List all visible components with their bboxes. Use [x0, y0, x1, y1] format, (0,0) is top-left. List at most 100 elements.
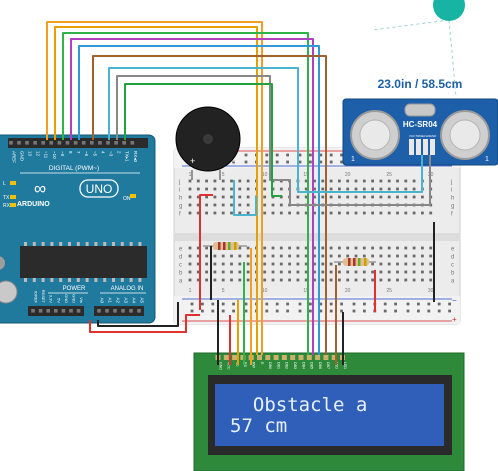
- rail-hole[interactable]: [275, 160, 279, 164]
- rail-hole[interactable]: [265, 160, 269, 164]
- power-pin-hole[interactable]: [69, 309, 73, 313]
- breadboard-hole[interactable]: [396, 187, 399, 191]
- breadboard-hole[interactable]: [213, 203, 217, 207]
- lcd-pin[interactable]: [257, 355, 262, 360]
- wire-orange-d12[interactable]: [46, 21, 263, 355]
- breadboard-hole[interactable]: [346, 254, 350, 258]
- lcd-pin[interactable]: [273, 355, 279, 360]
- breadboard-hole[interactable]: [346, 270, 350, 274]
- rail-hole[interactable]: [383, 309, 387, 313]
- breadboard-hole[interactable]: [329, 270, 333, 274]
- breadboard-hole[interactable]: [329, 254, 333, 258]
- breadboard-hole[interactable]: [313, 187, 316, 191]
- breadboard-hole[interactable]: [246, 211, 250, 215]
- rail-hole[interactable]: [427, 309, 431, 313]
- rail-hole[interactable]: [286, 160, 289, 164]
- breadboard-hole[interactable]: [313, 246, 316, 250]
- piezo-buzzer[interactable]: + −: [175, 106, 241, 180]
- breadboard-hole[interactable]: [221, 195, 225, 199]
- sensor-pin-echo[interactable]: [423, 139, 428, 155]
- breadboard-hole[interactable]: [404, 246, 408, 250]
- breadboard-hole[interactable]: [362, 195, 366, 199]
- breadboard-hole[interactable]: [205, 195, 208, 199]
- breadboard-hole[interactable]: [379, 195, 383, 199]
- breadboard-hole[interactable]: [230, 187, 233, 191]
- breadboard-hole[interactable]: [188, 195, 192, 199]
- breadboard-hole[interactable]: [362, 246, 366, 250]
- analog-pin-hole[interactable]: [105, 309, 109, 313]
- rail-hole[interactable]: [275, 309, 279, 313]
- breadboard-hole[interactable]: [404, 179, 408, 183]
- breadboard-hole[interactable]: [362, 254, 366, 258]
- breadboard-hole[interactable]: [296, 278, 300, 282]
- wire-yellow-d11[interactable]: [54, 26, 258, 355]
- power-pin-hole[interactable]: [38, 309, 43, 313]
- breadboard-hole[interactable]: [371, 179, 374, 183]
- breadboard-hole[interactable]: [371, 270, 374, 274]
- breadboard-hole[interactable]: [396, 278, 399, 282]
- breadboard-hole[interactable]: [338, 254, 341, 258]
- breadboard-hole[interactable]: [188, 179, 192, 183]
- rail-hole[interactable]: [394, 302, 397, 306]
- breadboard-hole[interactable]: [321, 187, 325, 191]
- breadboard-hole[interactable]: [205, 270, 208, 274]
- breadboard-hole[interactable]: [371, 246, 374, 250]
- digital-pin-hole[interactable]: [49, 141, 54, 145]
- breadboard-hole[interactable]: [221, 203, 225, 207]
- rail-hole[interactable]: [319, 160, 323, 164]
- rail-hole[interactable]: [383, 302, 387, 306]
- breadboard-hole[interactable]: [371, 278, 374, 282]
- rail-hole[interactable]: [265, 309, 269, 313]
- breadboard-hole[interactable]: [387, 195, 391, 199]
- rail-hole[interactable]: [329, 153, 333, 157]
- breadboard-hole[interactable]: [238, 270, 242, 274]
- breadboard-hole[interactable]: [279, 211, 283, 215]
- breadboard-hole[interactable]: [230, 195, 233, 199]
- breadboard-hole[interactable]: [213, 211, 217, 215]
- breadboard-hole[interactable]: [329, 211, 333, 215]
- breadboard-hole[interactable]: [412, 278, 416, 282]
- breadboard-hole[interactable]: [321, 262, 325, 266]
- breadboard-hole[interactable]: [196, 262, 200, 266]
- lcd-pin[interactable]: [265, 355, 271, 360]
- breadboard-hole[interactable]: [396, 270, 399, 274]
- digital-pin-hole[interactable]: [25, 141, 29, 145]
- breadboard-hole[interactable]: [304, 270, 308, 274]
- breadboard-hole[interactable]: [412, 262, 416, 266]
- power-pin-hole[interactable]: [54, 309, 58, 313]
- breadboard-hole[interactable]: [238, 179, 242, 183]
- digital-pin-hole[interactable]: [90, 141, 94, 145]
- digital-pin-hole[interactable]: [114, 141, 118, 145]
- breadboard-hole[interactable]: [429, 211, 433, 215]
- breadboard-hole[interactable]: [421, 246, 424, 250]
- breadboard-hole[interactable]: [196, 211, 200, 215]
- breadboard-hole[interactable]: [421, 278, 424, 282]
- breadboard-hole[interactable]: [205, 211, 208, 215]
- breadboard-hole[interactable]: [263, 211, 267, 215]
- wire-cyan-buzzer[interactable]: [233, 180, 257, 216]
- breadboard-hole[interactable]: [196, 203, 200, 207]
- power-pin-hole[interactable]: [46, 309, 50, 313]
- breadboard-hole[interactable]: [362, 278, 366, 282]
- breadboard-hole[interactable]: [196, 246, 200, 250]
- breadboard-hole[interactable]: [354, 179, 358, 183]
- breadboard-hole[interactable]: [271, 270, 275, 274]
- breadboard-hole[interactable]: [313, 262, 316, 266]
- breadboard-hole[interactable]: [246, 179, 250, 183]
- breadboard-hole[interactable]: [304, 278, 308, 282]
- breadboard-hole[interactable]: [387, 262, 391, 266]
- breadboard-hole[interactable]: [354, 270, 358, 274]
- breadboard-hole[interactable]: [263, 270, 267, 274]
- breadboard-hole[interactable]: [362, 211, 366, 215]
- breadboard-hole[interactable]: [313, 278, 316, 282]
- breadboard-hole[interactable]: [404, 195, 408, 199]
- breadboard-hole[interactable]: [188, 270, 192, 274]
- breadboard-hole[interactable]: [188, 254, 192, 258]
- breadboard-hole[interactable]: [304, 262, 308, 266]
- power-pin-hole[interactable]: [76, 309, 81, 313]
- lcd-pin[interactable]: [240, 355, 246, 360]
- breadboard-hole[interactable]: [379, 187, 383, 191]
- rail-hole[interactable]: [309, 302, 312, 306]
- breadboard-hole[interactable]: [221, 270, 225, 274]
